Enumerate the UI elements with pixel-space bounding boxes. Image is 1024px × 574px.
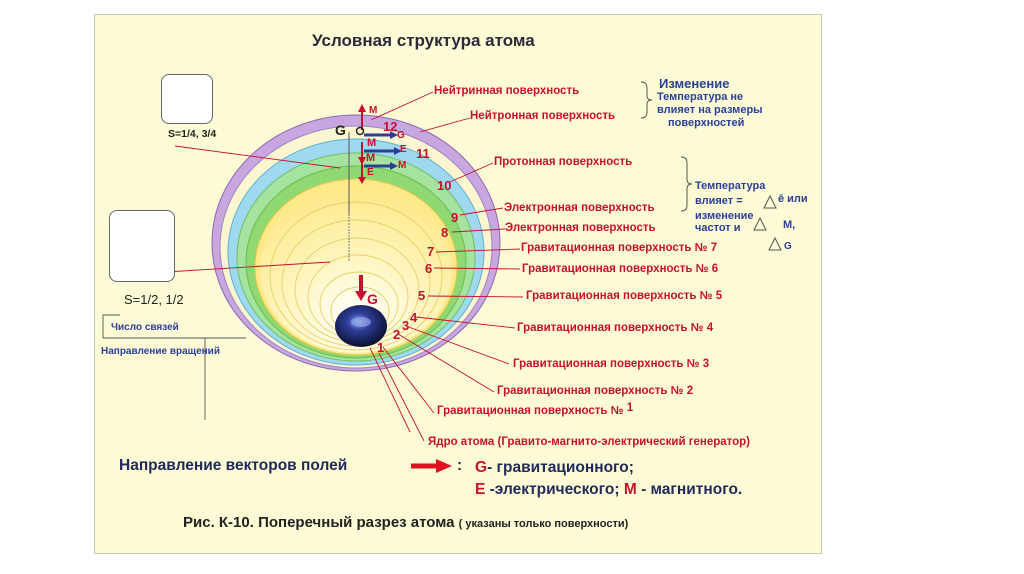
legend-prefix: Направление векторов полей [119,457,348,474]
vector-letter-m-2: M [367,137,377,149]
surface-label-1: Гравитационная поверхность № 1 [437,402,634,417]
surface-label-2: Гравитационная поверхность № 2 [497,385,694,397]
legend-colon: : [457,457,463,474]
surface-number-8: 8 [441,225,449,240]
bond-badge-bottom [109,210,175,282]
surface-number-10: 10 [437,178,452,193]
figure-caption: Рис. К-10. Поперечный разрез атома ( ука… [183,514,628,531]
surface-label-12: Нейтринная поверхность [434,85,580,97]
legend-e-text: -электрического; [485,481,620,498]
note2-electron: ē или [778,193,808,205]
surface-number-12: 12 [383,119,398,134]
s-label-bottom: S=1/2, 1/2 [124,292,184,307]
vector-arrows [355,104,402,301]
nucleus-label: Ядро атома (Гравито-магнито-электрически… [428,436,751,448]
legend-em-line: E -электрического; M - магнитного. [475,481,742,499]
vector-letter-g-outer: G [335,122,346,138]
legend-g-line: G- гравитационного; [475,459,634,477]
rotation-direction-label: Направление вращений [101,346,220,357]
s-label-top: S=1/4, 3/4 [168,128,217,140]
note-temp-line-3: поверхностей [668,117,745,129]
surface-label-8: Электронная поверхность [505,222,656,234]
legend-e-letter: E [475,481,486,498]
surface-number-6: 6 [425,261,433,276]
left-leader-lines [165,145,341,273]
vector-letter-m-4: M [398,160,407,171]
note2-line-4: частот и [695,222,741,234]
legend-g-letter: G [475,459,488,476]
note2-magnetic: M, [783,219,796,231]
surface-number-1: 1 [377,340,385,355]
vector-letter-m-3: M [366,152,376,164]
surface-label-3: Гравитационная поверхность № 3 [513,358,710,370]
surface-label-1-suffix: 1 [626,402,634,414]
surface-label-6: Гравитационная поверхность № 6 [522,263,719,275]
diagram-title: Условная структура атома [312,31,535,50]
note-temp-line-1: Температура не [657,91,744,103]
note2-gravity: G [784,241,792,252]
bond-badge-top [161,74,213,124]
caption-main: Рис. К-10. Поперечный разрез атома [183,514,455,531]
caption-sub: ( указаны только поверхности) [458,518,629,530]
surface-number-7: 7 [427,244,435,259]
surface-label-5: Гравитационная поверхность № 5 [526,290,723,302]
surface-number-5: 5 [418,288,426,303]
legend-g-text: - гравитационного; [487,459,634,476]
note2-line-1: Температура [695,180,766,192]
gravity-surface-glow [260,187,452,353]
surface-label-11: Нейтронная поверхность [470,110,616,122]
links-count-label: Число связей [111,322,179,333]
surface-number-2: 2 [393,327,401,342]
vector-letter-e-2: E [367,167,374,178]
surface-number-3: 3 [402,318,410,333]
vector-letter-g-small: G [397,130,405,141]
legend-m-text: - магнитного. [636,481,743,498]
surface-label-9: Электронная поверхность [504,202,655,214]
legend-m-letter: M [623,481,637,498]
note-temp-line-2: влияет на размеры [657,104,763,116]
surface-label-4: Гравитационная поверхность № 4 [517,322,714,334]
vector-letter-g-inner: G [367,291,378,307]
note2-line-3: изменение [695,210,754,222]
surface-label-10: Протонная поверхность [494,156,633,168]
vector-letter-e-1: E [400,144,407,155]
surface-number-4: 4 [410,310,418,325]
note-change-title: Изменение [659,76,730,91]
note-braces [640,81,693,212]
vector-letter-m-1: M [369,105,378,116]
surface-number-11: 11 [416,146,430,161]
surface-label-7: Гравитационная поверхность № 7 [521,242,718,254]
surface-number-9: 9 [451,210,459,225]
leader-lines [369,91,524,442]
surface-label-1-text: Гравитационная поверхность № [437,405,624,417]
note2-line-2: влияет = [695,195,743,207]
